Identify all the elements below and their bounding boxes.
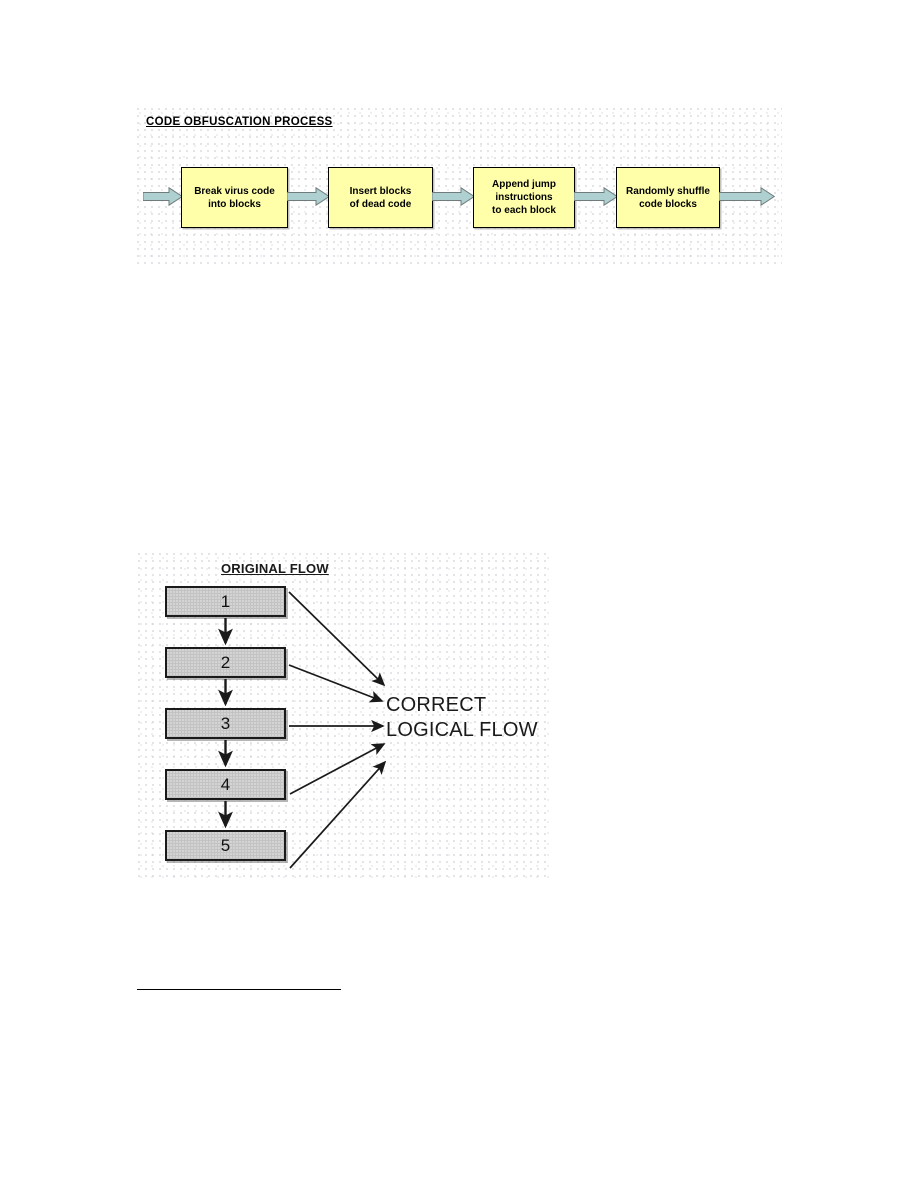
process-step-break-virus-code: Break virus code into blocks xyxy=(181,167,288,228)
process-step-randomly-shuffle-code-blocks: Randomly shuffle code blocks xyxy=(616,167,720,228)
process-step-1-line2: into blocks xyxy=(208,198,261,210)
process-step-insert-dead-code: Insert blocks of dead code xyxy=(328,167,433,228)
flow-converging-arrows xyxy=(288,591,387,869)
process-step-2-line2: of dead code xyxy=(349,198,412,210)
flow-block-2: 2 xyxy=(165,647,286,678)
flow-block-3: 3 xyxy=(165,708,286,739)
process-step-4-line1: Randomly shuffle xyxy=(626,185,710,197)
flow-target-label: CORRECT LOGICAL FLOW xyxy=(386,694,538,741)
flow-connectors xyxy=(218,591,387,869)
flow-arrow-3-to-4 xyxy=(574,187,618,206)
flow-arrow-1-to-2 xyxy=(287,187,330,206)
flow-arrow-out xyxy=(719,187,775,206)
flow-arrow-2-to-3 xyxy=(432,187,475,206)
process-step-append-jump-instructions: Append jump instructions to each block xyxy=(473,167,575,228)
figure-code-obfuscation-process: CODE OBFUSCATION PROCESS Break virus cod… xyxy=(137,108,782,265)
figure-title-code-obfuscation: CODE OBFUSCATION PROCESS xyxy=(146,116,333,128)
process-step-1-line1: Break virus code xyxy=(194,185,275,197)
footnote-separator-rule xyxy=(137,989,341,990)
process-step-3-line2: instructions xyxy=(495,192,553,203)
flow-block-4: 4 xyxy=(165,769,286,800)
flow-arrow-in xyxy=(143,187,183,206)
flow-block-5: 5 xyxy=(165,830,286,861)
process-step-3-line1: Append jump xyxy=(492,179,556,190)
process-step-2-line1: Insert blocks xyxy=(349,185,412,197)
process-step-3-line3: to each block xyxy=(492,205,556,216)
flow-block-1: 1 xyxy=(165,586,286,617)
figure-original-flow: ORIGINAL FLOW 1 2 3 4 5 CORRECT LOGICAL … xyxy=(138,553,551,881)
figure-title-original-flow: ORIGINAL FLOW xyxy=(221,561,329,576)
process-step-4-line2: code blocks xyxy=(639,198,697,210)
